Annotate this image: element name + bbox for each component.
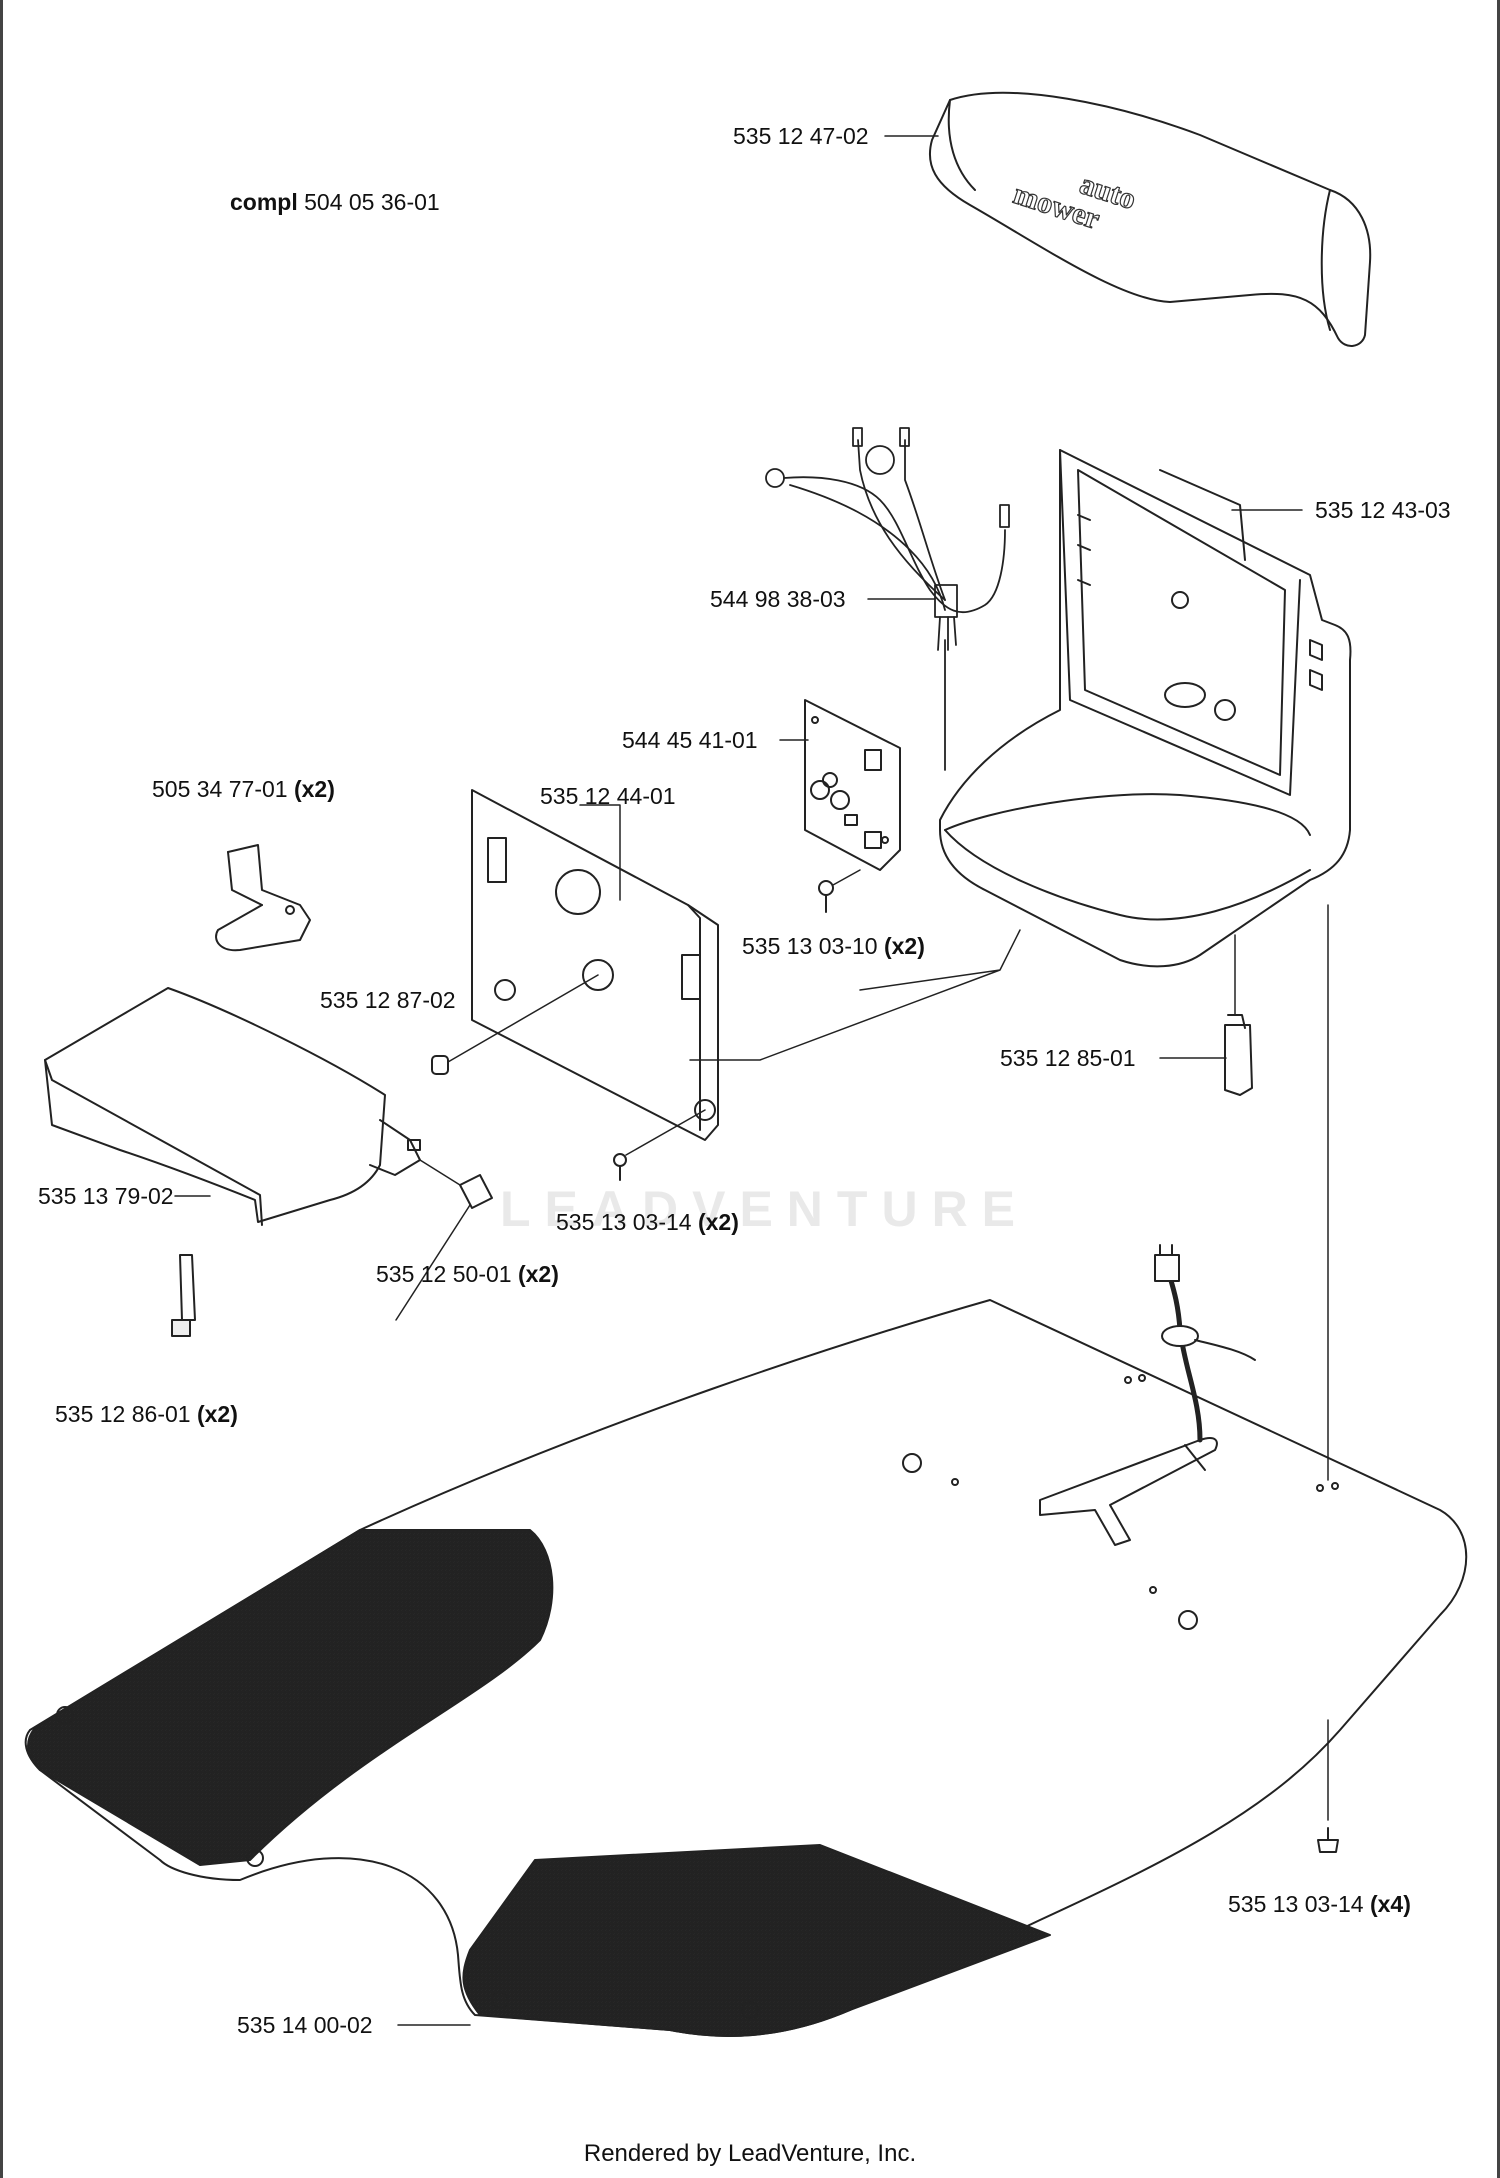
- footer-credit: Rendered by LeadVenture, Inc.: [583, 2140, 917, 2167]
- part-qty: (x2): [196, 1401, 238, 1427]
- callout-535-12-50-01[interactable]: 535 12 50-01 (x2): [376, 1260, 559, 1288]
- assembly-label: compl 504 05 36-01: [230, 188, 440, 216]
- callout-535-12-44-01[interactable]: 535 12 44-01: [540, 782, 676, 810]
- callout-535-13-03-10[interactable]: 535 13 03-10 (x2): [742, 932, 925, 960]
- part-qty: (x2): [517, 1261, 559, 1287]
- housing: [939, 449, 1352, 968]
- part-number: 535 12 85-01: [1000, 1045, 1136, 1071]
- callout-544-45-41-01[interactable]: 544 45 41-01: [622, 726, 758, 754]
- callout-535-12-85-01[interactable]: 535 12 85-01: [1000, 1044, 1136, 1072]
- screw-535-13-03-14-bottom: [1317, 1827, 1339, 1853]
- callout-505-34-77-01[interactable]: 505 34 77-01 (x2): [152, 775, 335, 803]
- part-number: 544 45 41-01: [622, 727, 758, 753]
- screw-535-13-03-10: [818, 869, 861, 913]
- top-cover: auto mower: [928, 91, 1372, 347]
- callout-535-13-79-02[interactable]: 535 13 79-02: [38, 1182, 174, 1210]
- part-number: 535 13 03-10: [742, 933, 878, 959]
- callout-535-12-43-03[interactable]: 535 12 43-03: [1315, 496, 1451, 524]
- part-number: 535 14 00-02: [237, 2012, 373, 2038]
- part-number: 544 98 38-03: [710, 586, 846, 612]
- pin-535-12-87-02: [431, 974, 599, 1075]
- watermark: LEADVENTURE: [500, 1181, 1030, 1237]
- assembly-number: 504 05 36-01: [304, 189, 440, 215]
- mounting-plate: [471, 789, 719, 1141]
- callout-535-14-00-02[interactable]: 535 14 00-02: [237, 2011, 373, 2039]
- base-plate: [24, 904, 1468, 2037]
- part-number: 535 13 79-02: [38, 1183, 174, 1209]
- assembly-prefix: compl: [230, 189, 298, 215]
- callout-535-12-87-02[interactable]: 535 12 87-02: [320, 986, 456, 1014]
- part-number: 535 12 87-02: [320, 987, 456, 1013]
- wire-harness: [765, 427, 1010, 771]
- leader-lines: [174, 135, 1303, 2026]
- screw-535-13-03-14-center: [613, 1109, 706, 1181]
- callout-535-12-47-02[interactable]: 535 12 47-02: [733, 122, 869, 150]
- circuit-board: [804, 699, 901, 871]
- part-number: 535 13 03-14: [1228, 1891, 1364, 1917]
- part-number: 535 12 44-01: [540, 783, 676, 809]
- callout-535-13-03-14-bottom[interactable]: 535 13 03-14 (x4): [1228, 1890, 1411, 1918]
- part-qty: (x2): [293, 776, 335, 802]
- part-number: 535 13 03-14: [556, 1209, 692, 1235]
- connector: [1224, 934, 1253, 1096]
- part-number: 535 12 86-01: [55, 1401, 191, 1427]
- part-number: 535 12 43-03: [1315, 497, 1451, 523]
- ramp-cover: [44, 987, 421, 1226]
- part-qty: (x2): [883, 933, 925, 959]
- callout-544-98-38-03[interactable]: 544 98 38-03: [710, 585, 846, 613]
- part-number: 535 12 47-02: [733, 123, 869, 149]
- part-number: 505 34 77-01: [152, 776, 288, 802]
- pin-535-12-50-01: [419, 1159, 493, 1209]
- part-qty: (x4): [1369, 1891, 1411, 1917]
- bracket: [215, 844, 311, 952]
- part-number: 535 12 50-01: [376, 1261, 512, 1287]
- callout-535-12-86-01[interactable]: 535 12 86-01 (x2): [55, 1400, 238, 1428]
- part-qty: (x2): [697, 1209, 739, 1235]
- callout-535-13-03-14-center[interactable]: 535 13 03-14 (x2): [556, 1208, 739, 1236]
- clip: [171, 1254, 196, 1337]
